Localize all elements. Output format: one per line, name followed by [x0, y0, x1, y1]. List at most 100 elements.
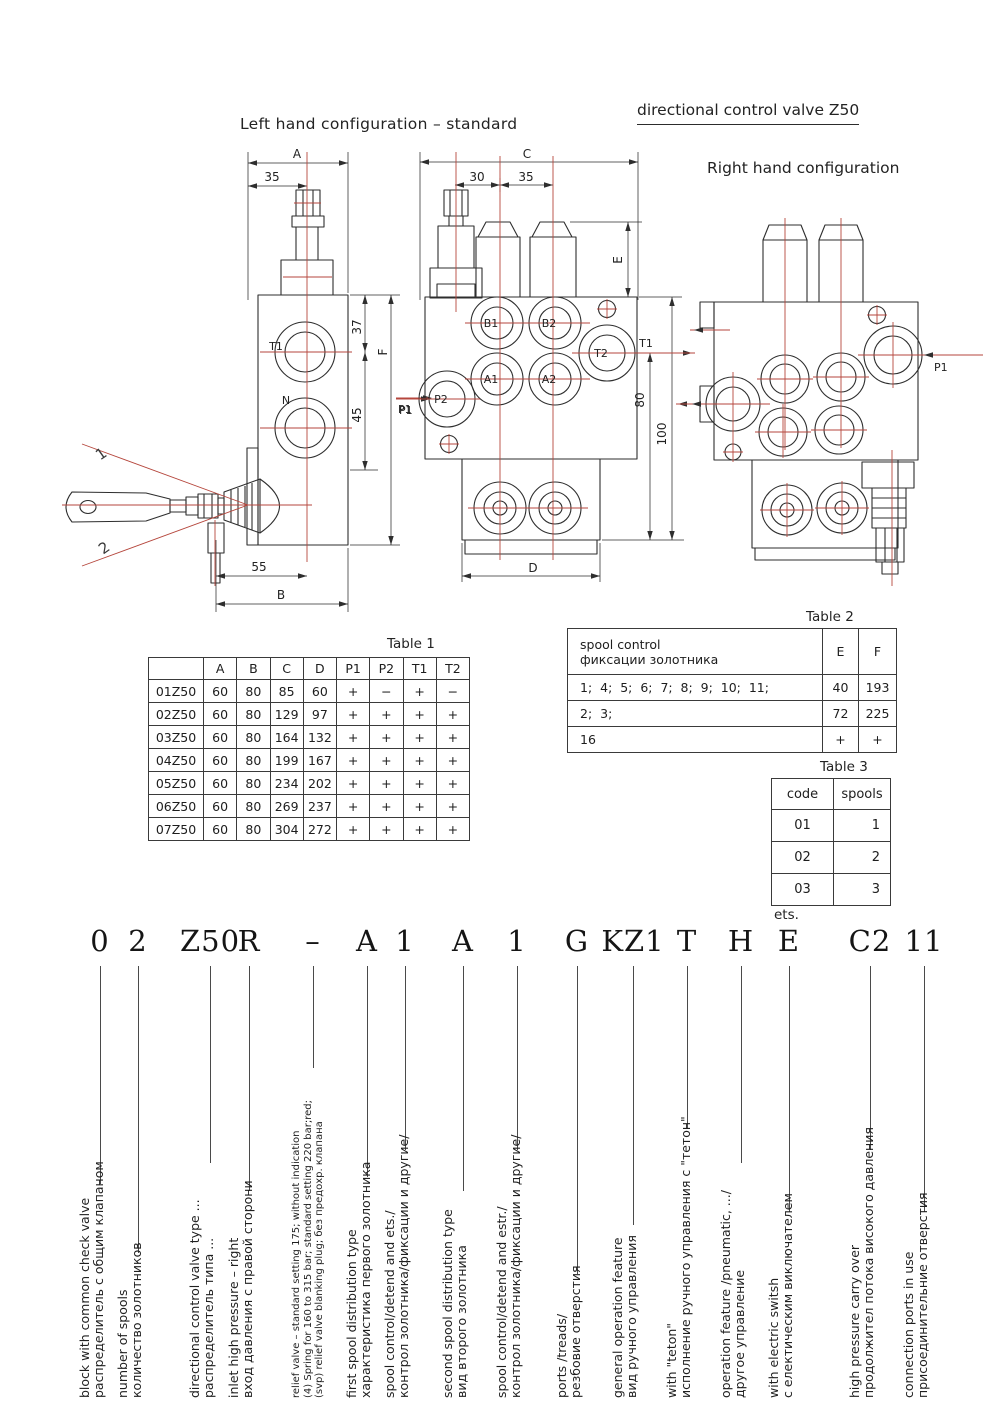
description-line: резбовие отверстия: [567, 1265, 583, 1398]
dim-label-37: 37: [350, 319, 364, 334]
ordering-leader-line: [138, 966, 139, 1253]
dim-label-c: C: [523, 148, 531, 161]
ordering-leader-line: [367, 966, 368, 1177]
right-configuration-title: Right hand configuration: [707, 159, 900, 177]
table-cell: 60: [202, 725, 238, 749]
column-header: F: [858, 628, 897, 675]
ordering-code-segment: H: [727, 924, 755, 958]
dimension-lines: [215, 152, 400, 612]
column-header: T1: [402, 657, 437, 680]
port-label-b1: B1: [484, 317, 499, 330]
valve-body-outline: [418, 189, 638, 555]
description-line: relief valve – standard setting 175; wit…: [291, 1130, 302, 1398]
description-line: характеристика первого золотника: [357, 1161, 373, 1398]
dim-label-35: 35: [518, 170, 533, 184]
table-cell: +: [402, 725, 437, 749]
table-cell: +: [435, 771, 471, 795]
table-cell: 60: [202, 817, 238, 841]
dim-label-35: 35: [264, 170, 279, 184]
table-cell: 193: [858, 674, 897, 701]
dim-label-80: 80: [633, 392, 647, 407]
description-line: directional control valve type ...: [187, 1199, 202, 1398]
ordering-code-segment: A: [452, 924, 474, 958]
port-label-t1: T1: [268, 340, 283, 353]
dimension-arrows: [420, 159, 692, 579]
column-header: D: [302, 657, 338, 680]
table-cell: 272: [302, 817, 338, 841]
valve-title: directional control valve Z50: [637, 101, 860, 125]
port-label-p1: P1: [399, 404, 413, 417]
ordering-leader-line: [687, 966, 688, 1129]
description-line: (4) Spring for 160 to 315 bar; standard …: [302, 1100, 314, 1398]
ordering-leader-line: [870, 966, 871, 1150]
front-view-drawing: C 30 35 E 80 100 D B1 B2 A1 A2 P2 T2 T1 …: [396, 148, 695, 582]
dim-label-e: E: [611, 256, 625, 264]
table3-footnote: ets.: [774, 907, 799, 923]
table-cell: 234: [269, 771, 304, 795]
table-cell: +: [369, 748, 404, 772]
description-line: inlet high pressure – right: [226, 1237, 241, 1398]
table-cell: 02Z50: [148, 702, 204, 726]
ordering-code-segment: 1: [507, 924, 527, 958]
table-cell: 60: [202, 794, 238, 818]
table-cell: 1: [833, 809, 891, 842]
description-line: присоединительние отверстия: [914, 1192, 930, 1398]
table-cell: 04Z50: [148, 748, 204, 772]
table-cell: +: [435, 794, 471, 818]
right-hand-configuration-drawing: P1: [690, 218, 983, 586]
dim-label-b: B: [277, 588, 285, 602]
table-cell: 80: [236, 725, 271, 749]
ordering-code-description: with "teton"исполнение ручного управлени…: [664, 1048, 693, 1398]
ordering-leader-line: [249, 966, 250, 1191]
table-cell: 1; 4; 5; 6; 7; 8; 9; 10; 11;: [567, 674, 823, 701]
table-cell: +: [335, 817, 371, 841]
column-header: A: [202, 657, 238, 680]
ordering-leader-line: [633, 966, 634, 1225]
description-line: продолжител потока високого давления: [860, 1127, 876, 1398]
ordering-code-segment: Z50: [179, 924, 241, 958]
description-line: вид второго золотника: [453, 1245, 469, 1398]
table-cell: 3: [833, 873, 891, 906]
description-line: распределитель с общим клапаном: [90, 1161, 106, 1398]
table-cell: +: [335, 702, 371, 726]
column-header: B: [236, 657, 271, 680]
description-line: connection ports in use: [901, 1251, 916, 1398]
ordering-leader-line: [463, 966, 464, 1191]
ordering-code-description: ports /treads/резбовие отверстия: [554, 1048, 583, 1398]
ordering-code-description: directional control valve type ...распре…: [187, 1048, 216, 1398]
table-cell: 60: [302, 679, 338, 703]
ordering-code-description: spool control/detend and ets./контрол зо…: [382, 1048, 411, 1398]
table-cell: +: [369, 725, 404, 749]
table-cell: +: [402, 679, 437, 703]
ordering-code-segment: R: [237, 924, 261, 958]
centerlines: [396, 152, 695, 560]
ordering-code-segment: A: [356, 924, 378, 958]
description-line: исполнение ручного управления с "тетон": [677, 1116, 693, 1398]
table-cell: +: [369, 771, 404, 795]
table-row: 16++: [567, 726, 897, 753]
table-cell: 132: [302, 725, 338, 749]
dim-label-f: F: [376, 348, 390, 355]
ordering-leader-line: [210, 966, 211, 1163]
table-cell: 60: [202, 771, 238, 795]
ordering-code-segment: C2: [848, 924, 892, 958]
table-cell: 60: [202, 679, 238, 703]
table-cell: 269: [269, 794, 304, 818]
table-cell: 03Z50: [148, 725, 204, 749]
description-line: spool control/detend and ets./: [382, 1210, 397, 1398]
table-cell: +: [335, 794, 371, 818]
table-cell: +: [402, 771, 437, 795]
table3-caption: Table 3: [820, 759, 868, 775]
table-cell: +: [435, 702, 471, 726]
description-line: контрол золотника/фиксации и другие/: [395, 1134, 411, 1398]
